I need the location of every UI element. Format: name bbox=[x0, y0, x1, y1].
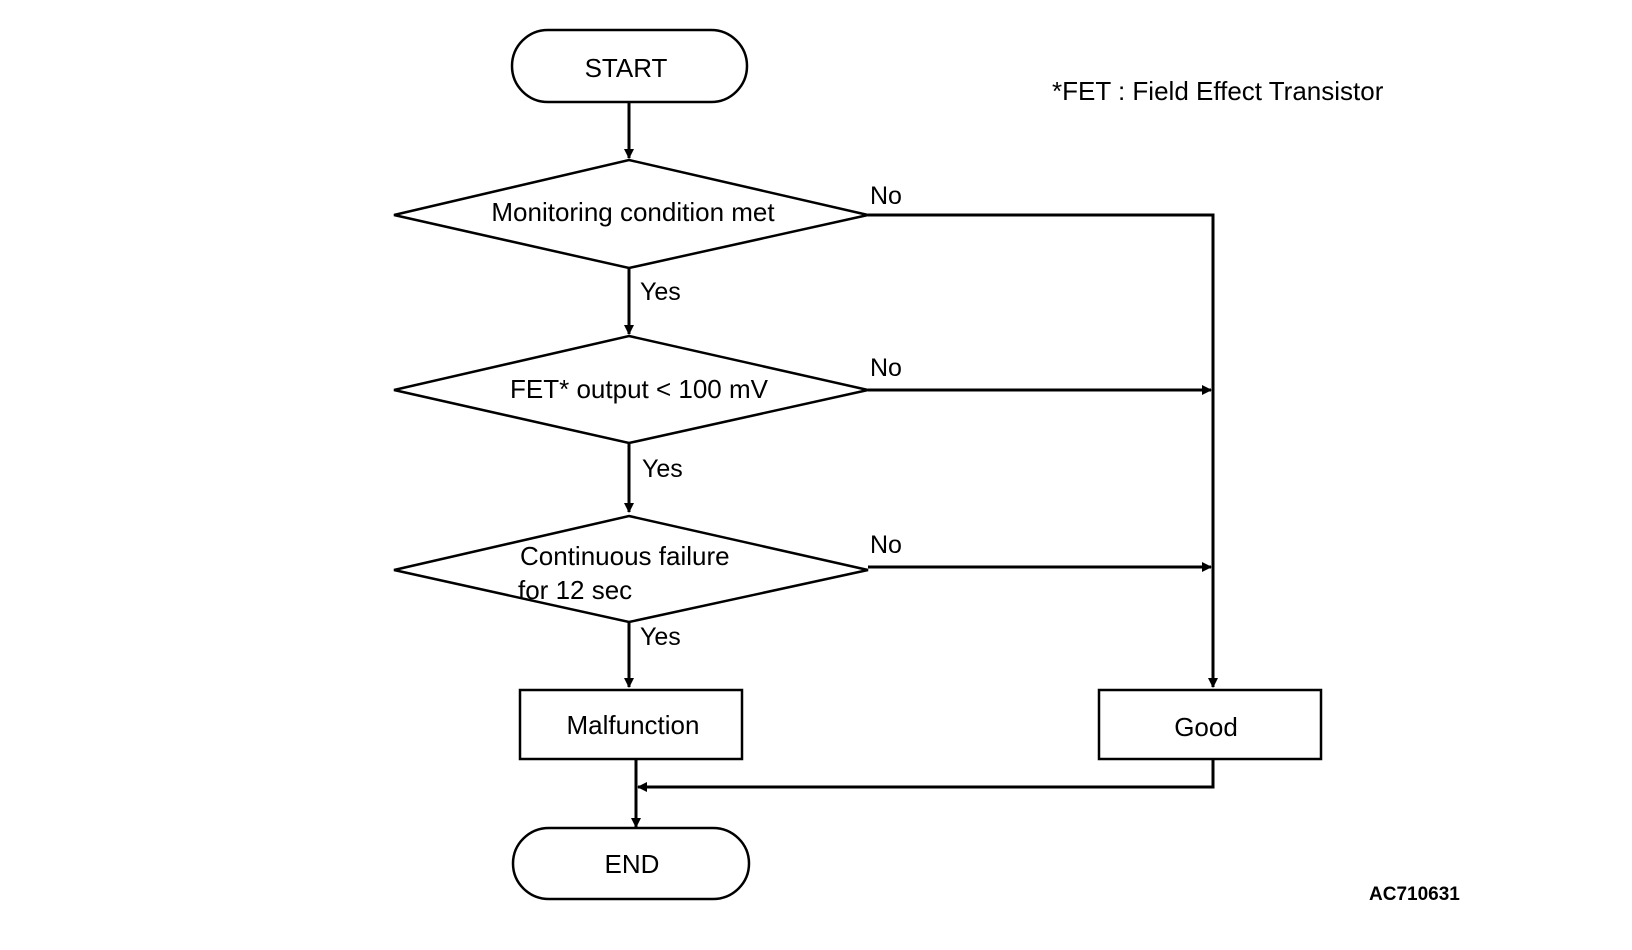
good-label: Good bbox=[1174, 712, 1238, 742]
footnote-text: *FET : Field Effect Transistor bbox=[1052, 76, 1384, 106]
fet-yes-label: Yes bbox=[642, 455, 683, 483]
monitoring-yes-label: Yes bbox=[640, 278, 681, 306]
decision-continuous-failure bbox=[393, 514, 869, 624]
decision-monitoring-condition bbox=[393, 158, 869, 270]
continuous-yes-label: Yes bbox=[640, 623, 681, 651]
decision-continuous-label-line2: for 12 sec bbox=[518, 575, 632, 605]
good-to-end-connector bbox=[637, 759, 1215, 792]
end-terminator bbox=[511, 826, 751, 901]
start-terminator bbox=[510, 28, 749, 104]
end-label: END bbox=[605, 849, 660, 879]
decision-fet-output bbox=[393, 334, 869, 445]
malfunction-box bbox=[518, 688, 744, 761]
monitoring-no-connector bbox=[868, 213, 1218, 688]
decision-fet-label: FET* output < 100 mV bbox=[510, 374, 769, 404]
decision-continuous-label-line1: Continuous failure bbox=[520, 541, 730, 571]
fet-no-label: No bbox=[870, 354, 902, 382]
start-label: START bbox=[585, 53, 668, 83]
good-box bbox=[1097, 688, 1323, 761]
monitoring-no-label: No bbox=[870, 182, 902, 210]
figure-id: AC710631 bbox=[1369, 884, 1460, 905]
decision-monitoring-label: Monitoring condition met bbox=[491, 197, 775, 227]
continuous-no-label: No bbox=[870, 531, 902, 559]
malfunction-label: Malfunction bbox=[567, 710, 700, 740]
